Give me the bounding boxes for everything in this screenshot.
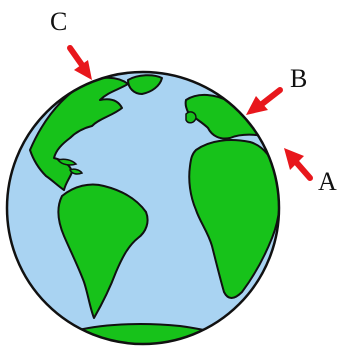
pointer-b: B bbox=[246, 64, 307, 115]
arrow-a-icon bbox=[284, 148, 310, 178]
antarctica bbox=[60, 324, 240, 349]
british-isles bbox=[186, 112, 196, 123]
pointer-c: C bbox=[50, 7, 92, 80]
arrow-c-icon bbox=[70, 48, 92, 80]
pointer-a: A bbox=[284, 148, 337, 196]
arrow-b-icon bbox=[246, 90, 280, 115]
label-b: B bbox=[290, 64, 307, 93]
label-c: C bbox=[50, 7, 67, 36]
label-a: A bbox=[318, 167, 337, 196]
globe bbox=[7, 72, 280, 349]
